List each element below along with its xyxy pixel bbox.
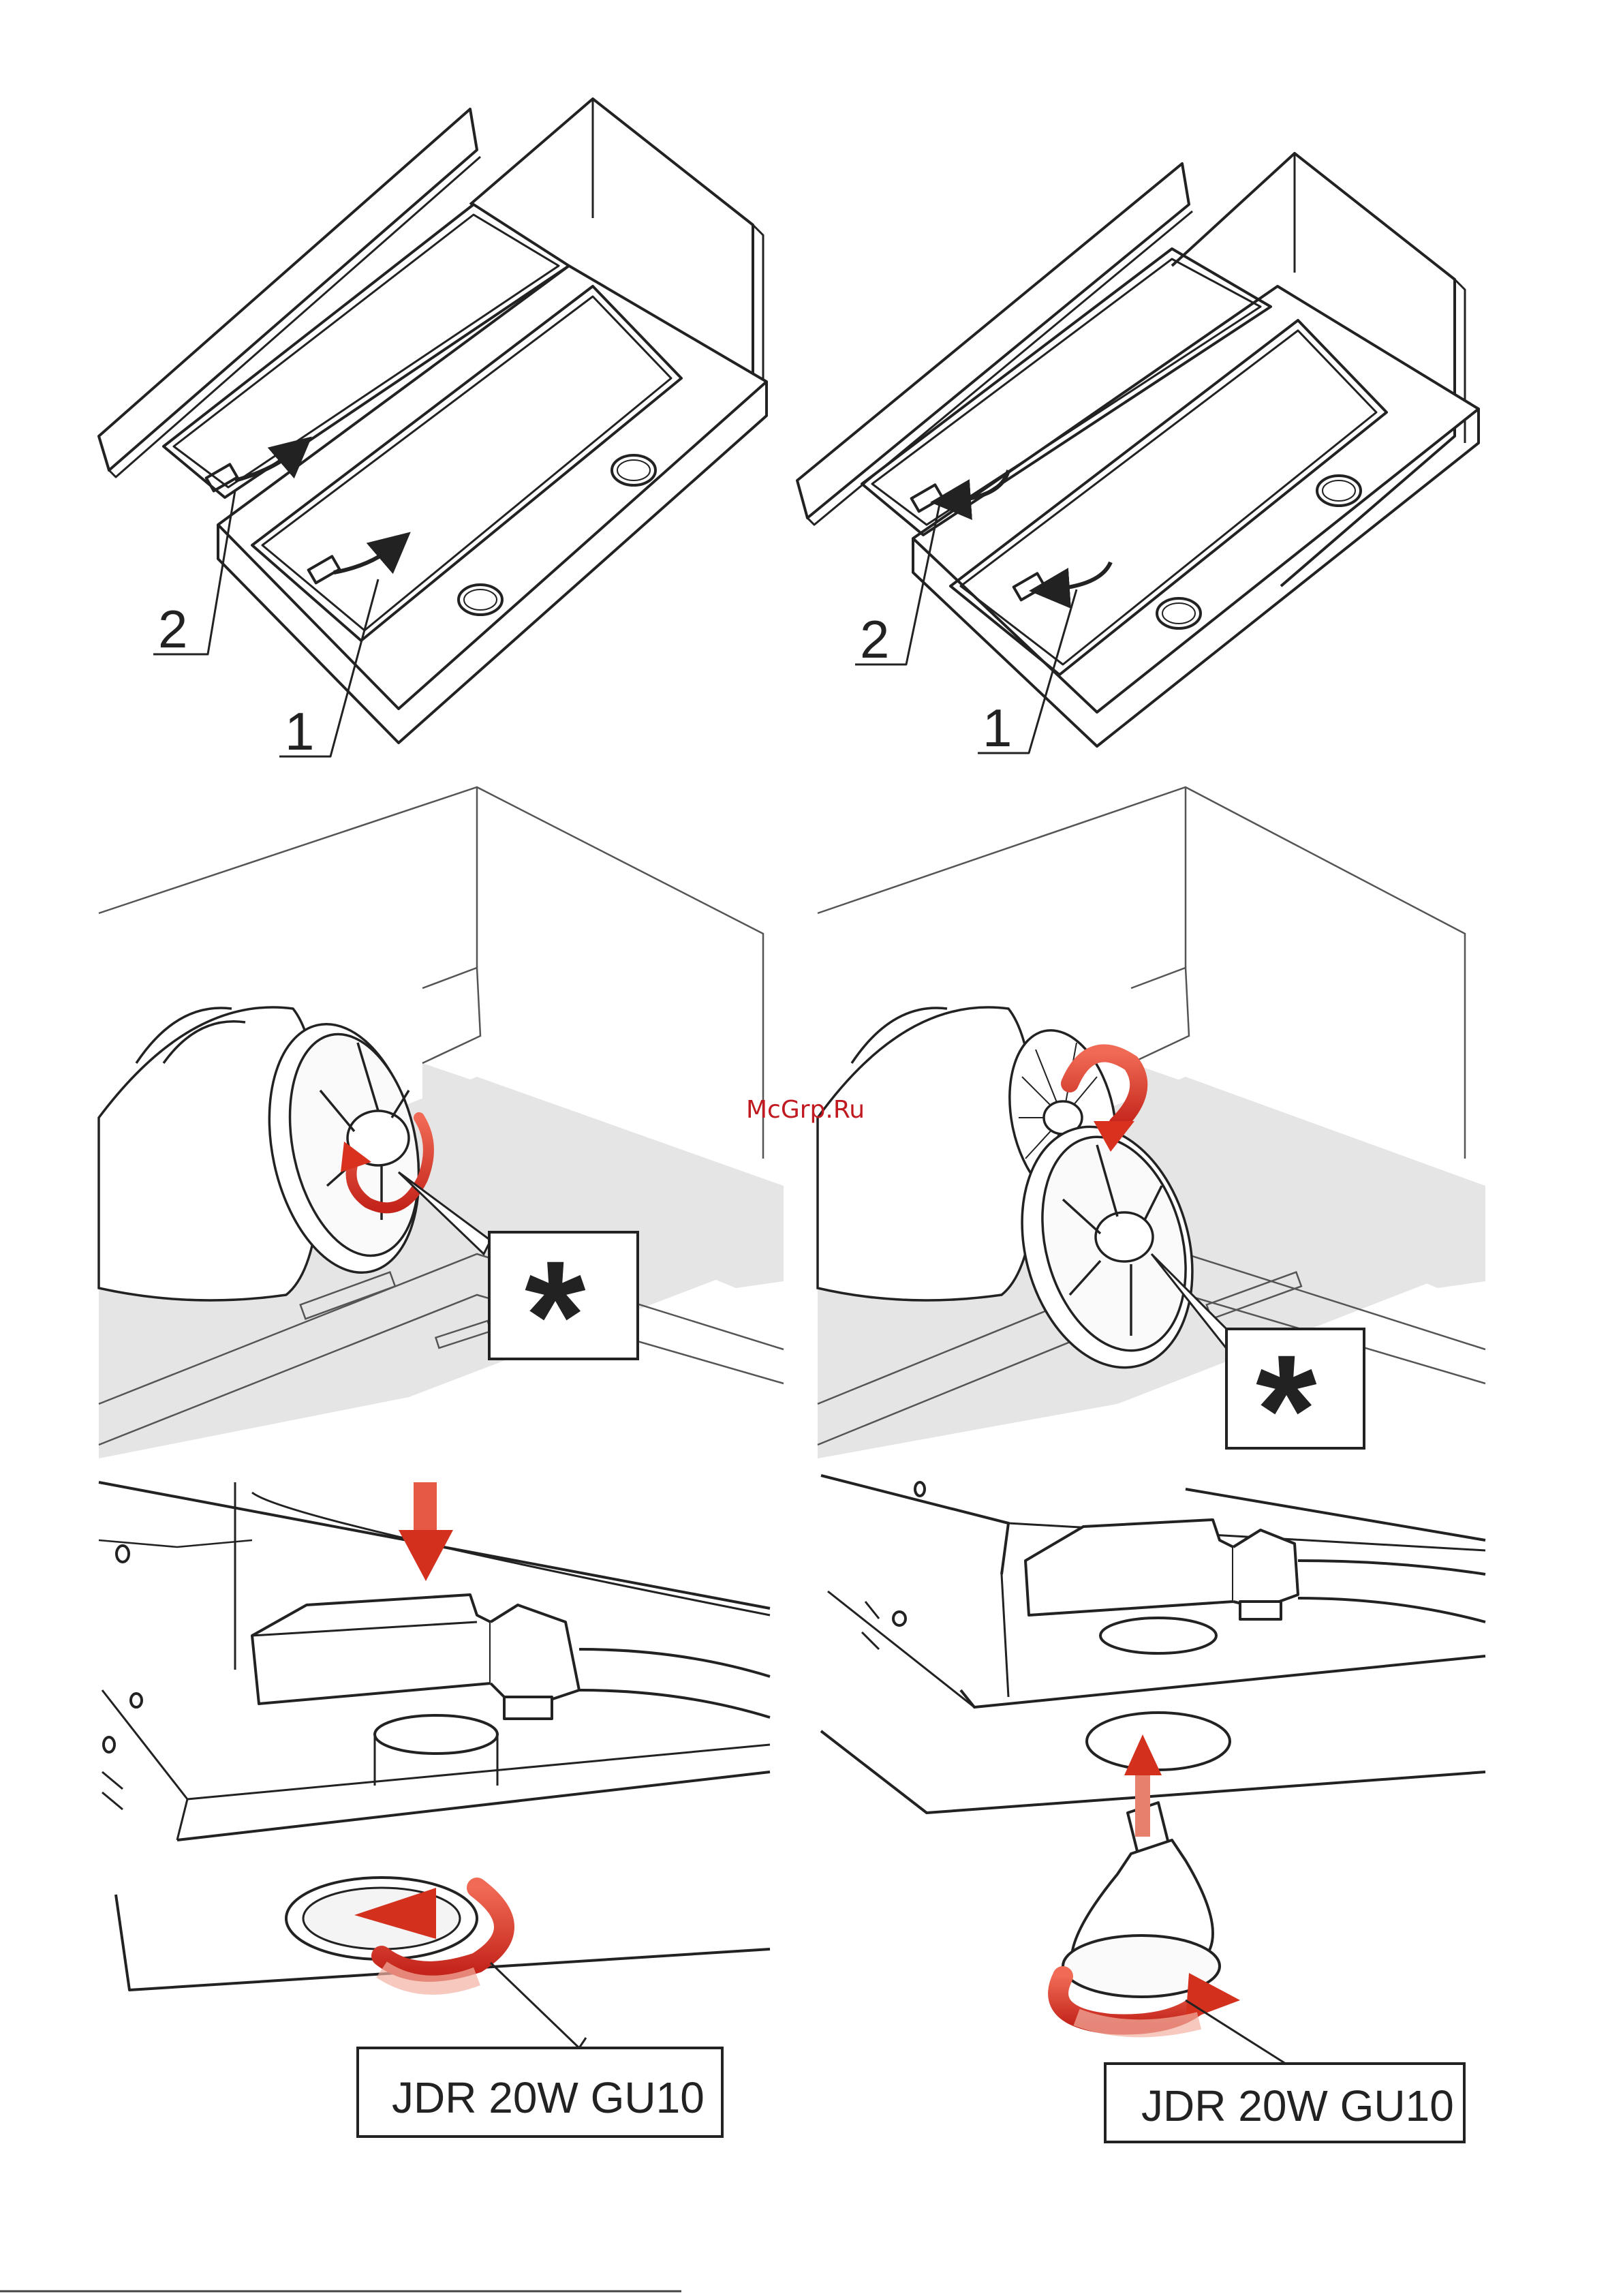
callout-2-right: 2 [860,609,889,669]
motor-filter-diagram-left [99,787,784,1458]
lamp-leader-left [491,1963,586,2048]
callout-star-left: * [525,1228,586,1403]
lamp-diagram-right [821,1475,1485,1997]
callout-1-left: 1 [285,701,314,761]
down-arrow-icon [399,1482,453,1581]
callout-star-right: * [1256,1322,1317,1497]
lamp-leader-right [1186,2000,1288,2065]
watermark: McGrp.Ru [746,1096,865,1124]
lamp-label-right: JDR 20W GU10 [1141,2081,1454,2130]
hood-diagram-left [99,99,767,756]
hood-diagram-right [797,153,1479,753]
callout-1-right: 1 [983,698,1012,758]
callout-2-left: 2 [158,599,187,659]
motor-filter-diagram-right [818,787,1485,1458]
lamp-label-left: JDR 20W GU10 [392,2073,705,2122]
